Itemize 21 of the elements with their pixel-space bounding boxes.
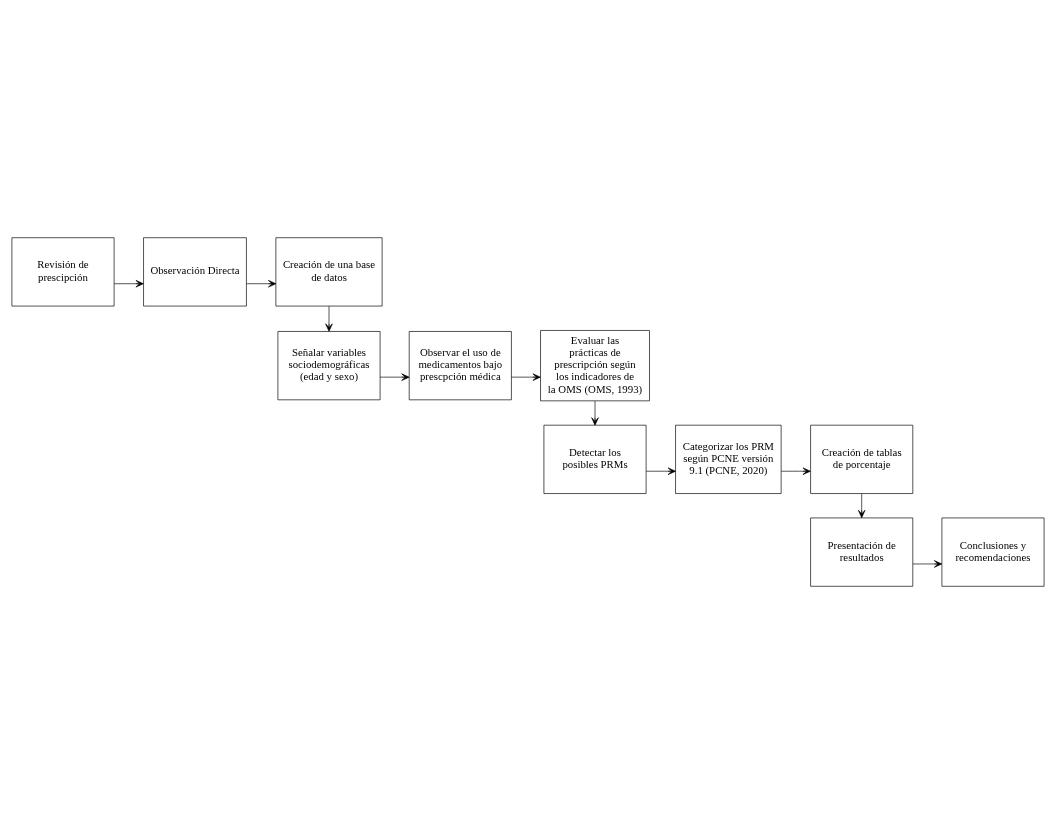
- node-box: Presentación de resultados: [810, 517, 914, 587]
- node-box: Creación de una base de datos: [275, 236, 383, 306]
- node-box: Revisión de prescipción: [11, 236, 115, 306]
- arrow: [912, 559, 943, 568]
- arrow: [645, 467, 676, 475]
- node-box: Observar el uso de medicamentos bajo prescpción médica: [408, 330, 512, 400]
- arrow: [379, 372, 410, 381]
- node-box: Detectar los posibles PRMs: [543, 424, 647, 494]
- arrow: [511, 372, 541, 381]
- node-box: Observación Directa: [143, 236, 247, 306]
- arrow: [858, 492, 866, 518]
- arrow: [780, 467, 811, 475]
- arrow: [591, 400, 599, 425]
- node-box: Señalar variables sociodemográficas (edad y sexo): [277, 330, 381, 400]
- arrow: [113, 279, 144, 287]
- arrow: [325, 305, 333, 332]
- node-box: Creación de tablas de porcentaje: [810, 424, 914, 494]
- arrow: [246, 279, 277, 287]
- node-box: Evaluar las prácticas de prescripción según los indicadores de la OMS (OMS, 1993): [540, 329, 650, 401]
- node-box: Categorizar los PRM según PCNE versión 9.1 (PCNE, 2020): [675, 424, 782, 494]
- node-box: Conclusiones y recomendaciones: [941, 517, 1045, 587]
